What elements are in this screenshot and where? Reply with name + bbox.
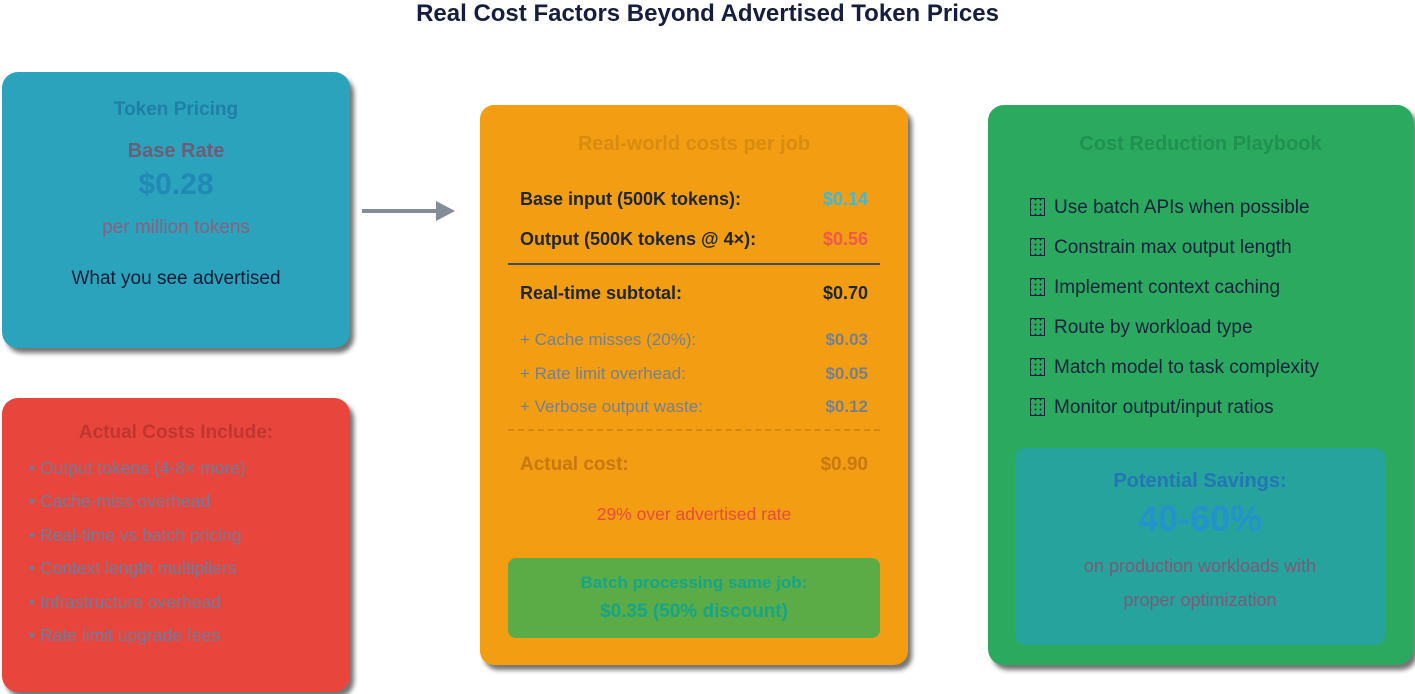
checklist-item-label: Implement context caching [1054,277,1281,298]
overhead-value: $0.05 [825,364,868,383]
checklist-item-label: Monitor output/input ratios [1054,397,1274,418]
right-arrow-head-icon [436,201,455,221]
cost-row-value: $0.56 [822,229,868,249]
optimization-card: Cost Reduction Playbook Use batch APIs w… [988,105,1413,665]
checklist-item: Match model to task complexity [1030,348,1403,388]
savings-note-line2: proper optimization [1123,590,1277,610]
hidden-cost-item: • Output tokens (4-8× more) [29,458,246,478]
base-rate-value: $0.28 [138,168,214,201]
advertised-note: What you see advertised [71,268,281,289]
per-million-tokens-label: per million tokens [102,217,250,238]
optimization-header: Cost Reduction Playbook [1079,133,1322,155]
checklist-item: Route by workload type [1030,308,1403,348]
checklist-item-label: Use batch APIs when possible [1054,197,1310,218]
missing-glyph-checkbox-icon [1030,358,1045,376]
cost-row-output: Output (500K tokens @ 4×): $0.56 [520,229,868,250]
overhead-label: + Cache misses (20%): [520,330,697,349]
savings-note-line1: on production workloads with [1083,556,1317,576]
subtotal-divider [508,263,880,265]
overhead-value: $0.12 [825,397,868,416]
hidden-costs-header: Actual Costs Include: [78,422,274,443]
total-value: $0.90 [820,454,868,475]
advertised-card-header: Token Pricing [113,99,239,120]
checklist-item: Constrain max output length [1030,228,1403,268]
total-row: Actual cost: $0.90 [520,454,868,476]
hidden-cost-item: • Rate limit upgrade fees [29,625,220,646]
checklist-item-label: Match model to task complexity [1054,357,1320,378]
optimization-checklist: Use batch APIs when possible Constrain m… [1030,188,1403,428]
subtotal-row: Real-time subtotal: $0.70 [520,283,868,304]
hidden-cost-item: • Context length multipliers [29,558,237,579]
overhead-row-rate-limit: + Rate limit overhead: $0.05 [520,364,868,384]
checklist-item: Implement context caching [1030,268,1403,308]
cost-row-value: $0.14 [822,189,868,209]
cost-breakdown-card: Real-world costs per job Base input (500… [480,105,908,665]
missing-glyph-checkbox-icon [1030,198,1045,216]
checklist-item: Monitor output/input ratios [1030,388,1403,428]
subtotal-value: $0.70 [822,283,868,303]
batch-callout-title: Batch processing same job: [580,573,808,592]
over-advertised-rate-note: 29% over advertised rate [596,504,792,524]
hidden-cost-item: • Cache-miss overhead [29,491,211,512]
overhead-row-verbose-output: + Verbose output waste: $0.12 [520,397,868,417]
subtotal-label: Real-time subtotal: [520,283,683,303]
breakdown-header: Real-world costs per job [577,133,811,155]
missing-glyph-checkbox-icon [1030,238,1045,256]
batch-callout: Batch processing same job: $0.35 (50% di… [508,558,880,638]
hidden-cost-item: • Infrastructure overhead [29,591,221,612]
missing-glyph-checkbox-icon [1030,278,1045,296]
cost-row-label: Base input (500K tokens): [520,189,742,209]
checklist-item-label: Constrain max output length [1054,237,1292,258]
overhead-label: + Rate limit overhead: [520,364,686,383]
overhead-label: + Verbose output waste: [520,397,703,416]
advertised-price-card: Token Pricing Base Rate $0.28 per millio… [2,72,350,348]
overhead-value: $0.03 [825,330,868,349]
base-rate-label: Base Rate [127,140,225,162]
overhead-row-cache-misses: + Cache misses (20%): $0.03 [520,330,868,350]
potential-savings-card: Potential Savings: 40-60% on production … [1015,448,1385,645]
total-label: Actual cost: [520,454,629,475]
missing-glyph-checkbox-icon [1030,398,1045,416]
cost-row-label: Output (500K tokens @ 4×): [520,229,757,249]
savings-label: Potential Savings: [1113,470,1287,492]
hidden-costs-list: • Output tokens (4-8× more) • Cache-miss… [29,452,340,652]
savings-value: 40-60% [1137,498,1263,539]
checklist-item: Use batch APIs when possible [1030,188,1403,228]
missing-glyph-checkbox-icon [1030,318,1045,336]
diagram-title: Real Cost Factors Beyond Advertised Toke… [416,0,999,27]
right-arrow-icon [362,209,438,213]
cost-row-base-input: Base input (500K tokens): $0.14 [520,189,868,210]
checklist-item-label: Route by workload type [1054,317,1253,338]
total-divider [508,429,880,431]
hidden-costs-card: Actual Costs Include: • Output tokens (4… [2,398,350,692]
batch-callout-value: $0.35 (50% discount) [600,601,788,622]
hidden-cost-item: • Real-time vs batch pricing [29,524,242,545]
